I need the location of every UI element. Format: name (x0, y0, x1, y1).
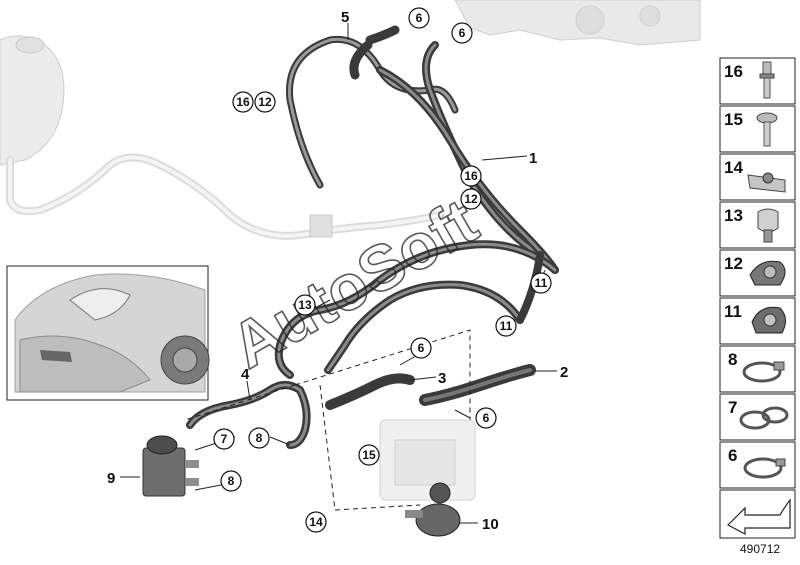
callout-13: 13 (298, 298, 312, 312)
panel-number: 12 (724, 254, 743, 273)
callout-8: 8 (228, 474, 235, 488)
screw-15 (756, 112, 778, 147)
callout-6: 6 (418, 341, 425, 355)
label-1: 1 (529, 150, 537, 167)
panel-number: 7 (728, 398, 737, 417)
callout-12: 12 (258, 95, 272, 109)
label-9: 9 (107, 470, 115, 487)
clip-nut-14 (747, 172, 786, 193)
expansion-tank (0, 35, 444, 240)
vehicle-inset (6, 265, 210, 401)
callout-8: 8 (256, 431, 263, 445)
label-5: 5 (341, 9, 349, 26)
hose-clip-11 (751, 306, 786, 334)
callout-14: 14 (309, 515, 323, 529)
panel-number: 8 (728, 350, 737, 369)
callout-11: 11 (500, 319, 513, 333)
callout-16: 16 (464, 169, 478, 183)
hose-clamp-7 (739, 406, 789, 430)
label-4: 4 (241, 366, 250, 383)
electric-pump-10 (405, 482, 461, 537)
callout-6: 6 (416, 11, 423, 25)
panel-number: 14 (724, 158, 743, 177)
coolant-lines (186, 25, 559, 449)
diagram-reference-number: 490712 (740, 542, 780, 556)
line-3 (325, 373, 415, 410)
callout-15: 15 (362, 448, 376, 462)
callout-6: 6 (459, 26, 466, 40)
label-2: 2 (560, 364, 568, 381)
panel-number: 11 (724, 302, 742, 321)
hose-clamp-6 (743, 457, 786, 479)
panel-number: 15 (724, 110, 743, 129)
parts-panel: 16 15 14 13 12 11 8 7 6 (719, 57, 796, 539)
hose-clip-12 (749, 260, 786, 286)
label-10: 10 (482, 516, 499, 533)
callout-11: 11 (535, 276, 548, 290)
callout-16: 16 (236, 95, 250, 109)
callout-7: 7 (221, 432, 228, 446)
panel-number: 6 (728, 446, 737, 465)
arrow-icon (727, 498, 791, 535)
electric-valve-9 (142, 435, 199, 497)
holder-13 (757, 208, 779, 243)
label-3: 3 (438, 370, 446, 387)
auxiliary-pump-ghost (379, 419, 476, 501)
panel-number: 16 (724, 62, 743, 81)
circled-callout-texts: 6 6 6 6 16 12 16 12 13 11 11 7 8 8 15 14 (221, 11, 548, 529)
panel-number: 13 (724, 206, 743, 225)
hose-clamp-8 (742, 361, 785, 383)
callout-6: 6 (483, 411, 490, 425)
panel-numbers: 16 15 14 13 12 11 8 7 6 (724, 62, 743, 465)
main-labels: 1 2 3 4 5 9 10 (107, 9, 568, 533)
circled-callouts (213, 7, 552, 533)
engine-background (454, 0, 701, 46)
callout-12: 12 (464, 192, 478, 206)
stud-bolt-16 (759, 61, 775, 99)
